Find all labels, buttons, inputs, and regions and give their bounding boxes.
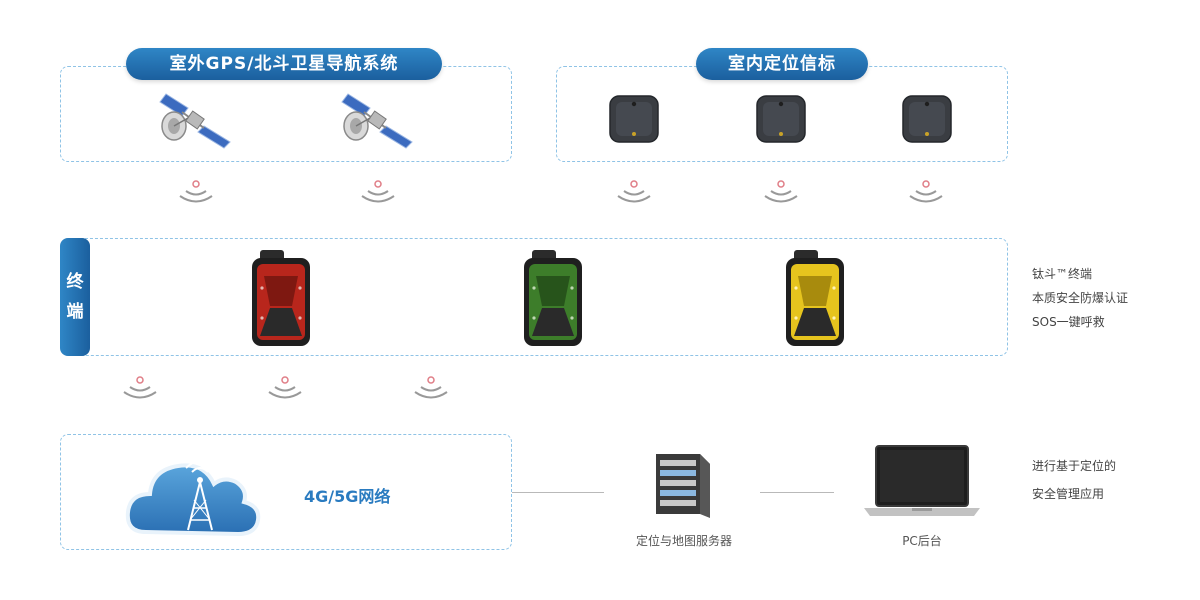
- wireless-signal-icon: [764, 180, 798, 203]
- connector-line: [512, 492, 604, 493]
- wireless-signal-icon: [179, 180, 213, 203]
- pc-caption: PC后台: [902, 534, 942, 548]
- wireless-signal-icon: [909, 180, 943, 203]
- terminal-side-label: 终 端: [60, 238, 90, 356]
- beacon-icon: [902, 95, 952, 143]
- outdoor-gps-group: [60, 66, 512, 162]
- server-icon: [656, 454, 710, 518]
- connector-line: [760, 492, 834, 493]
- wireless-signal-icon: [361, 180, 395, 203]
- app-notes: 进行基于定位的 安全管理应用: [1032, 452, 1116, 508]
- terminal-device-yellow: [786, 250, 844, 346]
- satellite-icon: [341, 93, 413, 149]
- wireless-signal-icon: [268, 376, 302, 399]
- satellite-icon: [159, 93, 231, 149]
- terminal-note: 钛斗™终端: [1032, 267, 1093, 281]
- indoor-beacon-title: 室内定位信标: [696, 48, 868, 80]
- outdoor-gps-title: 室外GPS/北斗卫星导航系统: [126, 48, 442, 80]
- terminal-notes: 钛斗™终端 本质安全防爆认证 SOS一键呼救: [1032, 262, 1128, 334]
- terminal-device-green: [524, 250, 582, 346]
- wireless-signal-icon: [123, 376, 157, 399]
- terminal-label-char: 端: [66, 302, 84, 322]
- beacon-icon: [756, 95, 806, 143]
- network-group: [60, 434, 512, 550]
- wireless-signal-icon: [617, 180, 651, 203]
- beacon-icon: [609, 95, 659, 143]
- laptop-icon: [864, 445, 980, 516]
- terminal-note: SOS一键呼救: [1032, 315, 1105, 329]
- terminal-device-red: [252, 250, 310, 346]
- network-label: 4G/5G网络: [304, 487, 391, 506]
- app-note: 安全管理应用: [1032, 487, 1105, 501]
- terminal-label-char: 终: [66, 272, 84, 292]
- app-note: 进行基于定位的: [1032, 459, 1117, 473]
- server-caption: 定位与地图服务器: [635, 534, 732, 548]
- wireless-signal-icon: [414, 376, 448, 399]
- cloud-tower-icon: [125, 460, 261, 537]
- terminal-note: 本质安全防爆认证: [1032, 291, 1129, 305]
